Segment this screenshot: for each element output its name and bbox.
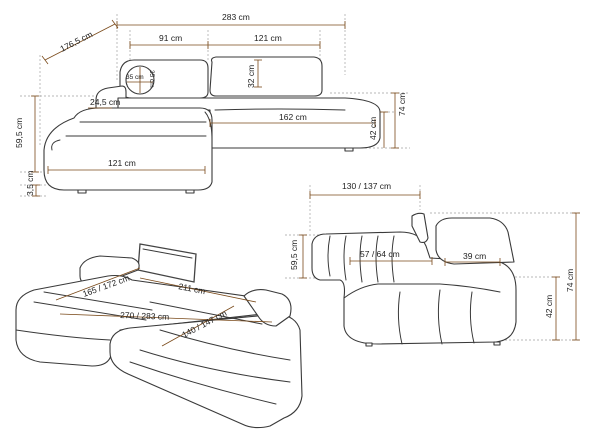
label-total-length: 270 / 283 cm xyxy=(120,310,169,322)
dim-side-seat-depth: 57 / 64 cm xyxy=(349,249,433,265)
bed-view: 165 / 172 cm 211 cm 270 / 283 cm 140 / 1… xyxy=(15,243,303,429)
dim-width-main: 121 cm xyxy=(208,33,321,49)
dim-seat-height-left: 59,5 cm xyxy=(14,95,39,173)
label-side-arm-width: 39 cm xyxy=(463,251,486,261)
label-backrest-height: 32 cm xyxy=(246,65,256,88)
bed-base-right xyxy=(109,313,303,429)
dim-seat-height-right: 42 cm xyxy=(368,111,388,148)
dim-side-total-height: 74 cm xyxy=(565,212,580,341)
headboard-panel xyxy=(137,243,197,283)
label-armrest-depth: 24,5 cm xyxy=(90,97,120,107)
dim-seat-length: 162 cm xyxy=(209,112,376,127)
label-side-depth: 130 / 137 cm xyxy=(342,181,391,191)
dim-armrest-depth: 24,5 cm xyxy=(88,97,120,109)
dim-total-length: 270 / 283 cm xyxy=(59,310,273,323)
label-side-seat-height: 59,5 cm xyxy=(289,240,299,270)
label-chaise-width: 121 cm xyxy=(108,158,136,168)
dim-chaise-width: 121 cm xyxy=(47,158,206,174)
backrest-main xyxy=(209,56,323,97)
label-width-total: 283 cm xyxy=(222,12,250,22)
label-feet-height: 3,5 cm xyxy=(25,170,35,196)
dim-depth-chaise: 176,5 cm xyxy=(41,19,119,65)
dim-side-depth: 130 / 137 cm xyxy=(309,181,421,199)
side-armrest xyxy=(435,217,515,265)
label-side-seat-depth: 57 / 64 cm xyxy=(360,249,400,259)
dim-cushion: 35 cm 35 cm xyxy=(126,67,155,93)
label-cushion-height: 35 cm xyxy=(148,70,155,88)
label-depth-chaise: 176,5 cm xyxy=(58,29,94,54)
dim-total-height: 74 cm xyxy=(391,92,407,149)
label-seat-height-left: 59,5 cm xyxy=(14,118,24,148)
dim-feet-height: 3,5 cm xyxy=(25,170,40,197)
dim-side-arm-width: 39 cm xyxy=(444,251,501,266)
label-width-main: 121 cm xyxy=(254,33,282,43)
dim-width-total: 283 cm xyxy=(116,12,346,29)
dim-side-seat-level: 42 cm xyxy=(544,276,560,341)
dim-width-chaise: 91 cm xyxy=(129,33,209,49)
label-cushion-depth: 35 cm xyxy=(126,74,144,81)
label-seat-length: 162 cm xyxy=(279,112,307,122)
chaise-longue xyxy=(43,107,213,191)
side-backrest xyxy=(411,212,429,244)
label-width-chaise: 91 cm xyxy=(159,33,182,43)
side-view: 130 / 137 cm 59,5 cm 57 / 64 cm 39 cm 74… xyxy=(285,181,580,347)
label-side-total-height: 74 cm xyxy=(565,269,575,292)
label-total-height: 74 cm xyxy=(397,93,407,116)
dim-side-seat-height: 59,5 cm xyxy=(289,234,307,279)
bed-armrest-right xyxy=(243,289,292,327)
label-side-seat-level: 42 cm xyxy=(544,295,554,318)
label-seat-height-right: 42 cm xyxy=(368,117,378,140)
dim-backrest-height: 32 cm xyxy=(246,59,262,88)
corner-sofa-view: 283 cm 91 cm 121 cm 176,5 cm 35 cm 35 cm xyxy=(14,12,410,197)
